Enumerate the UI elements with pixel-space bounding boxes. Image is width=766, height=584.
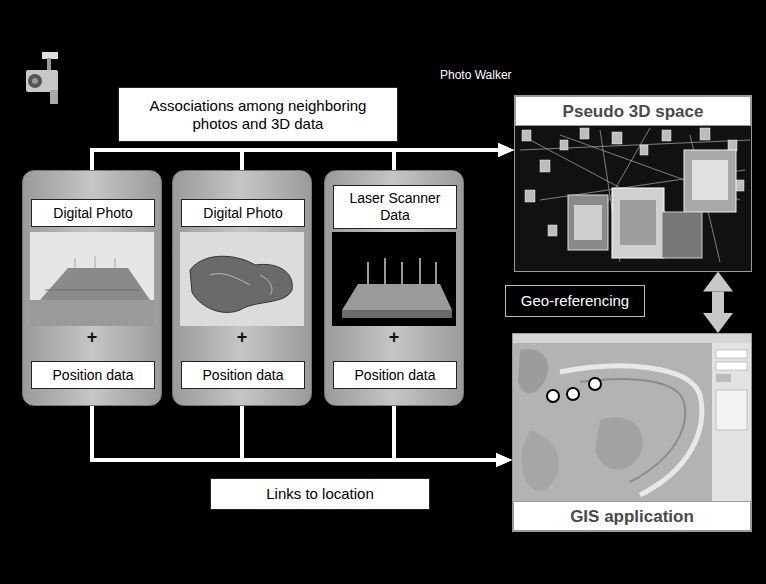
type-text: Digital Photo xyxy=(203,205,282,222)
position-text: Position data xyxy=(53,367,134,384)
position-box: Position data xyxy=(181,361,305,389)
type-box: Digital Photo xyxy=(31,199,155,227)
edge-label: Geo-referencing xyxy=(521,292,629,310)
panel-title: Pseudo 3D space xyxy=(515,96,751,126)
type-text: Digital Photo xyxy=(53,205,132,222)
caption-text: Links to location xyxy=(266,485,374,503)
flow-arrow xyxy=(394,406,496,460)
plus-sign: + xyxy=(173,327,311,347)
building-photo xyxy=(30,232,154,326)
caption-box: Associations among neighboring photos an… xyxy=(118,87,398,142)
edge-label-box: Geo-referencing xyxy=(505,285,645,317)
plus-sign: + xyxy=(325,327,463,347)
pseudo-3d-screenshot xyxy=(515,126,751,271)
laser-scan-image xyxy=(332,232,456,326)
caption-text: Associations among neighboring photos an… xyxy=(127,97,389,133)
viewer-panel: Pseudo 3D space xyxy=(514,95,752,272)
position-box: Position data xyxy=(333,361,457,389)
gis-map xyxy=(513,334,751,502)
caption-box: Links to location xyxy=(210,478,430,510)
data-panel: + Digital PhotoPosition data xyxy=(172,170,312,406)
flow-arrow xyxy=(242,150,498,170)
type-text: Laser Scanner Data xyxy=(340,190,450,224)
relief-photo xyxy=(180,232,304,326)
flow-arrow xyxy=(242,406,496,460)
app-name-text: Photo Walker xyxy=(440,68,512,82)
plus-sign: + xyxy=(23,327,161,347)
panel-title: GIS application xyxy=(513,501,751,531)
double-arrow xyxy=(712,292,724,314)
position-box: Position data xyxy=(31,361,155,389)
flow-arrow xyxy=(92,150,498,170)
data-panel: + Laser Scanner DataPosition data xyxy=(324,170,464,406)
position-text: Position data xyxy=(355,367,436,384)
flow-arrow xyxy=(394,150,498,170)
flow-arrow xyxy=(92,406,496,460)
data-panel: + Digital PhotoPosition data xyxy=(22,170,162,406)
position-text: Position data xyxy=(203,367,284,384)
type-box: Digital Photo xyxy=(181,199,305,227)
camera-icon xyxy=(26,52,58,104)
type-box: Laser Scanner Data xyxy=(333,185,457,229)
map-panel: GIS application xyxy=(512,333,752,532)
app-name-label: Photo Walker xyxy=(440,68,512,82)
